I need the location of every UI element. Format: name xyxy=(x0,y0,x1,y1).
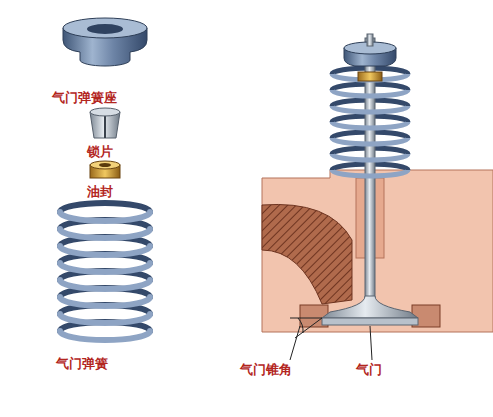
part-label: 气门弹簧座 xyxy=(52,90,117,106)
part-label: 气门弹簧 xyxy=(56,356,108,372)
spring-seat xyxy=(63,18,147,66)
part-label: 气门锥角 xyxy=(240,362,292,378)
part-label: 油封 xyxy=(87,184,113,200)
assembled-spring-front xyxy=(332,74,408,176)
leader-lines xyxy=(290,318,372,360)
assembled-retainer xyxy=(344,34,396,81)
valve-spring xyxy=(60,203,150,340)
valve xyxy=(322,38,418,325)
part-label: 锁片 xyxy=(87,144,113,160)
cylinder-head xyxy=(262,170,493,332)
valve-keepers xyxy=(90,108,120,138)
oil-seal xyxy=(90,161,120,178)
part-label: 气门 xyxy=(356,362,382,378)
